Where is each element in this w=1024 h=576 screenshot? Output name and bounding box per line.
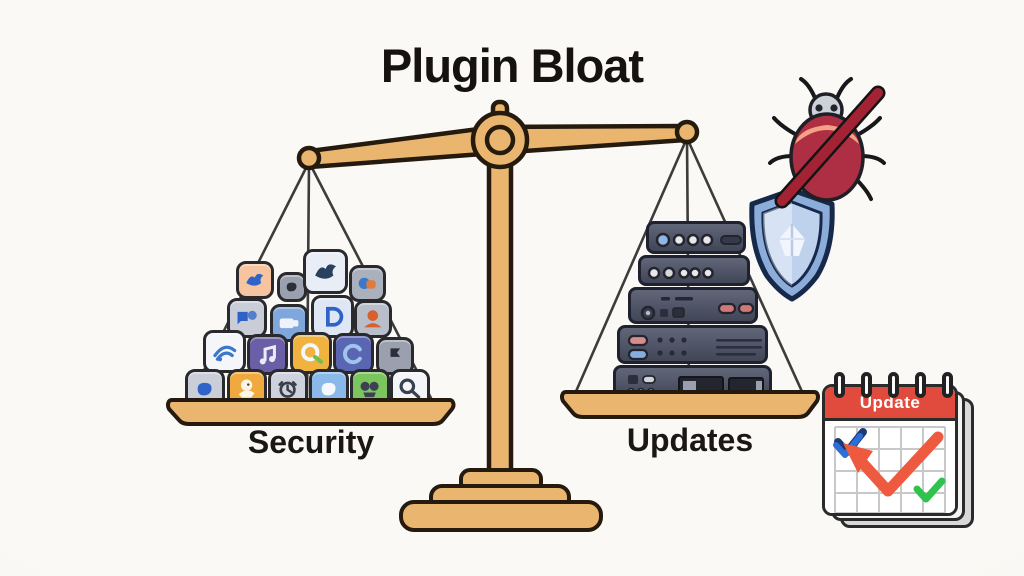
plugin-clock-icon — [268, 369, 308, 409]
no-bug-icon — [768, 77, 886, 209]
server-unit-4 — [617, 325, 768, 364]
scale-pillar — [486, 143, 514, 487]
plugin-letter-c-icon — [333, 333, 374, 374]
plugin-magnifier-icon — [390, 369, 430, 409]
plugin-chat-icon — [227, 298, 267, 338]
calendar-ring — [915, 372, 926, 398]
plugin-dark-blob-icon — [277, 272, 307, 302]
plugin-brain-icon — [309, 369, 349, 409]
plugin-bird-2-icon — [185, 369, 225, 409]
calendar-ring — [861, 372, 872, 398]
calendar-card: Update — [822, 384, 958, 516]
page-title: Plugin Bloat — [380, 39, 644, 92]
plugin-bird-icon — [303, 249, 348, 294]
plugin-letter-d-icon — [311, 295, 354, 338]
server-unit-5 — [613, 365, 772, 402]
calendar-header: Update — [825, 387, 955, 421]
check-green — [913, 477, 946, 503]
shield-emblem — [779, 224, 805, 256]
slash — [774, 85, 886, 209]
calendar-header-label: Update — [859, 392, 921, 412]
calendar-ring — [942, 372, 953, 398]
server-unit-3 — [628, 287, 758, 324]
plugin-mask-icon — [350, 369, 390, 409]
calendar-ring — [834, 372, 845, 398]
plugin-chick-icon — [227, 369, 267, 409]
plugin-bug-icon — [236, 261, 274, 299]
scale-hub — [470, 110, 530, 170]
plugin-user-icon — [354, 300, 392, 338]
plugin-puzzle-icon — [349, 265, 386, 302]
plugin-ring-icon — [290, 332, 332, 374]
scale-base — [399, 468, 603, 532]
security-shield-icon — [749, 187, 835, 302]
label-security: Security — [247, 424, 375, 460]
calendar-grid — [825, 421, 955, 513]
check-blue — [833, 433, 863, 458]
plugin-signal-icon — [203, 330, 246, 373]
calendar-checks — [833, 428, 946, 503]
check-red — [853, 431, 944, 497]
plugin-note-icon — [247, 334, 288, 375]
server-unit-2 — [638, 255, 750, 286]
label-updates: Updates — [626, 422, 754, 458]
hub-knob — [490, 99, 510, 127]
update-calendar-icon: Update — [822, 372, 982, 538]
plugin-flag-icon — [376, 337, 414, 375]
calendar-ring — [888, 372, 899, 398]
server-unit-1 — [646, 221, 746, 254]
